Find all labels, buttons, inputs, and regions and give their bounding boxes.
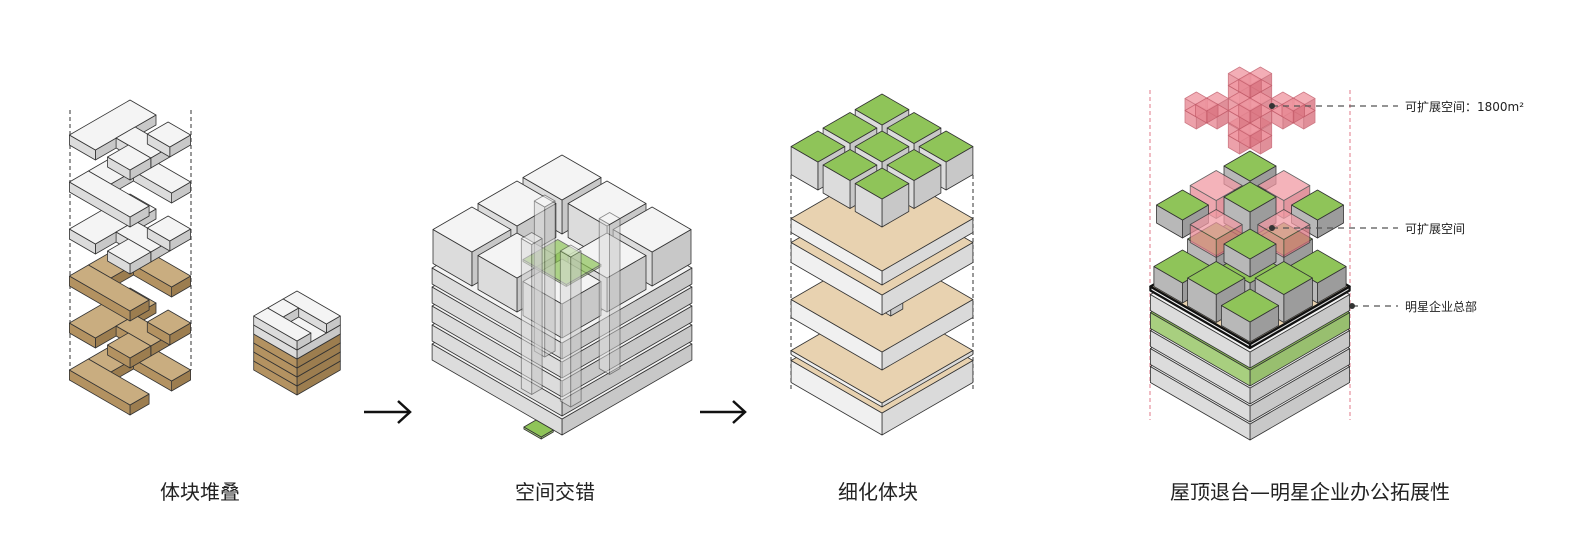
block-top-face	[69, 170, 150, 218]
block-top-face	[1187, 261, 1246, 295]
block-top-face	[1223, 228, 1277, 260]
block-top-face	[107, 238, 152, 265]
block	[1187, 261, 1246, 323]
block-top-face	[598, 212, 621, 225]
block-top-face	[1189, 209, 1243, 240]
block-side-face	[531, 238, 543, 395]
panel-stacking	[69, 99, 341, 416]
block	[146, 215, 192, 252]
block-top-face	[822, 112, 878, 144]
callout-expansion-area: 可扩展空间：1800m²	[1405, 100, 1525, 114]
block-top-face	[1195, 97, 1219, 112]
panel-refined	[790, 93, 974, 436]
block-top-face	[1254, 261, 1313, 295]
panel-title: 屋顶退台—明星企业办公拓展性	[1170, 480, 1450, 504]
block	[520, 232, 543, 395]
block	[253, 307, 312, 351]
block-top-face	[1221, 288, 1279, 323]
block-top-face	[790, 130, 846, 163]
block-front-face	[598, 218, 610, 375]
arrow-right-icon	[700, 400, 747, 424]
block-top-face	[69, 358, 150, 406]
block-front-face	[559, 250, 572, 408]
callout-expansion-space: 可扩展空间	[1405, 222, 1466, 236]
block	[146, 121, 192, 158]
block	[69, 358, 150, 416]
block-top-face	[1238, 72, 1262, 87]
block-top-face	[854, 93, 910, 126]
panel-title: 细化体块	[838, 480, 918, 504]
panel-interlocking	[431, 154, 693, 440]
panel-title: 空间交错	[515, 480, 595, 504]
block-top-face	[1238, 97, 1262, 112]
panel-title: 体块堆叠	[160, 480, 240, 504]
block	[69, 170, 150, 228]
block-top-face	[1189, 170, 1243, 201]
block-top-face	[612, 206, 692, 253]
block	[1238, 72, 1262, 99]
block	[598, 212, 621, 375]
block-top-face	[918, 130, 974, 163]
block	[69, 264, 150, 322]
callout-headquarters: 明星企业总部	[1405, 300, 1478, 314]
block	[1223, 228, 1277, 278]
block-top-face	[886, 112, 942, 144]
block	[1221, 288, 1279, 343]
block-side-face	[609, 218, 621, 375]
block-top-face	[1223, 181, 1277, 213]
block-side-face	[544, 200, 556, 358]
block-top-face	[282, 290, 341, 325]
block-top-face	[146, 121, 192, 148]
block-top-face	[146, 215, 192, 242]
block-top-face	[886, 149, 942, 181]
block-side-face	[570, 250, 582, 408]
block	[1195, 97, 1219, 124]
block-top-face	[1223, 150, 1277, 182]
block-top-face	[1257, 209, 1311, 240]
block	[107, 332, 152, 369]
panel-terraces	[1149, 66, 1351, 441]
block	[854, 167, 910, 228]
block	[107, 238, 152, 275]
block	[559, 244, 582, 408]
arrow-right-icon	[364, 400, 412, 424]
block-top-face	[146, 309, 192, 336]
block-top-face	[432, 206, 512, 253]
block-top-face	[1257, 170, 1311, 201]
block-top-face	[854, 167, 910, 200]
callout-leaders	[1272, 105, 1398, 307]
block-top-face	[253, 307, 312, 342]
block-top-face	[523, 419, 554, 438]
callout-dots	[1269, 103, 1355, 309]
block-top-face	[69, 264, 150, 312]
block	[1189, 209, 1243, 258]
block-top-face	[822, 149, 878, 181]
block-top-face	[522, 154, 602, 201]
block-top-face	[854, 130, 910, 163]
block	[107, 144, 152, 181]
block	[1223, 181, 1277, 239]
block-top-face	[559, 244, 582, 258]
block-top-face	[107, 332, 152, 359]
block	[1238, 97, 1262, 124]
block-top-face	[1281, 97, 1305, 112]
block	[146, 309, 192, 346]
block-top-face	[69, 99, 157, 151]
block-front-face	[520, 238, 533, 395]
block-top-face	[1291, 189, 1344, 221]
block-top-face	[1156, 189, 1209, 221]
block-top-face	[533, 194, 556, 208]
block-top-face	[107, 144, 152, 171]
block-top-face	[520, 232, 543, 245]
block	[1281, 97, 1305, 124]
block	[523, 419, 554, 440]
